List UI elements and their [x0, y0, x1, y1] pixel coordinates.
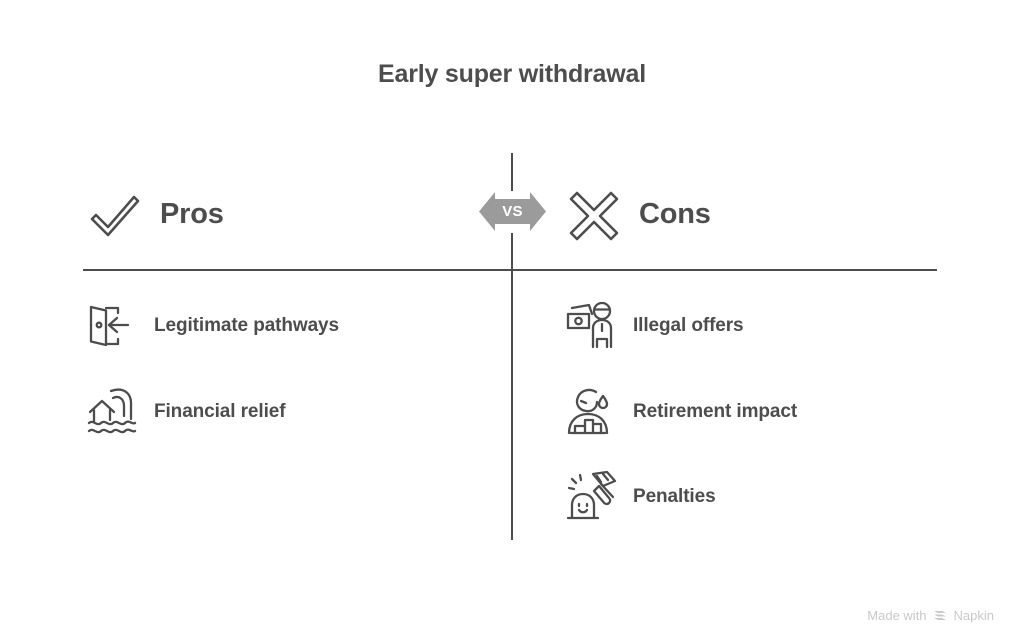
worried-person-chart-icon — [563, 383, 621, 441]
exit-door-icon — [84, 297, 142, 355]
list-item-label: Legitimate pathways — [154, 315, 339, 336]
vertical-divider-top — [511, 153, 513, 191]
list-item-legitimate-pathways: Legitimate pathways — [84, 297, 339, 355]
list-item-label: Illegal offers — [633, 315, 744, 336]
list-item-label: Financial relief — [154, 401, 286, 422]
napkin-logo-icon — [933, 608, 948, 623]
versus-arrow-shape — [479, 192, 546, 231]
gavel-icon — [563, 468, 621, 526]
column-header-cons-label: Cons — [639, 197, 711, 230]
watermark-brand: Napkin — [953, 608, 994, 623]
list-item-penalties: Penalties — [563, 468, 716, 526]
versus-badge: VS — [479, 190, 546, 233]
flood-house-icon — [84, 383, 142, 441]
watermark: Made with Napkin — [867, 608, 994, 623]
watermark-prefix: Made with — [867, 608, 927, 623]
list-item-retirement-impact: Retirement impact — [563, 383, 797, 441]
cross-icon — [563, 183, 625, 245]
horizontal-divider — [83, 269, 937, 271]
column-header-pros-label: Pros — [160, 197, 224, 230]
versus-label: VS — [502, 203, 523, 220]
person-cash-icon — [563, 297, 621, 355]
list-item-label: Penalties — [633, 486, 716, 507]
column-header-cons: Cons — [563, 183, 711, 245]
check-icon — [84, 183, 146, 245]
list-item-illegal-offers: Illegal offers — [563, 297, 744, 355]
column-header-pros: Pros — [84, 183, 224, 245]
list-item-financial-relief: Financial relief — [84, 383, 286, 441]
list-item-label: Retirement impact — [633, 401, 798, 422]
vertical-divider-bottom — [511, 233, 513, 540]
page-title: Early super withdrawal — [378, 60, 646, 88]
